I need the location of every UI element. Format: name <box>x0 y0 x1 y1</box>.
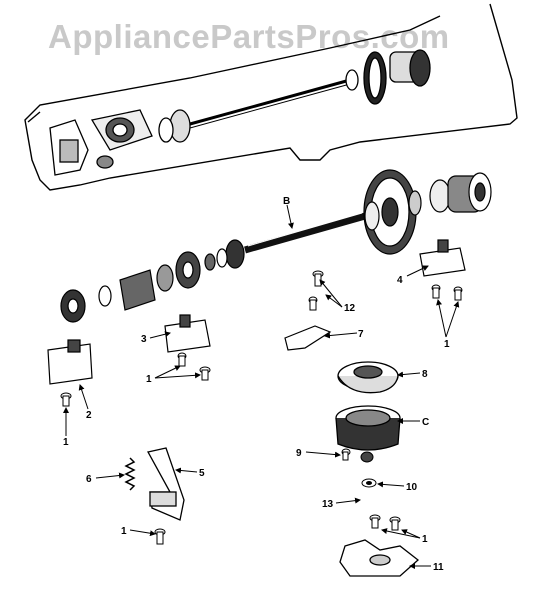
left-shaft-parts <box>60 239 245 323</box>
upper-shaft-assembly <box>49 49 431 176</box>
callout-1b: 1 <box>146 374 152 385</box>
callout-2: 2 <box>86 410 92 421</box>
machine-bed-outline <box>24 3 518 191</box>
callout-8: 8 <box>422 369 428 380</box>
gear-and-pulley <box>363 169 492 255</box>
brackets <box>47 239 466 385</box>
callout-7: 7 <box>358 329 364 340</box>
callout-9: 9 <box>296 448 302 459</box>
callout-6: 6 <box>86 474 92 485</box>
callout-10: 10 <box>406 482 418 493</box>
callout-3: 3 <box>141 334 147 345</box>
callout-1d: 1 <box>422 534 428 545</box>
callout-5: 5 <box>199 468 205 479</box>
leader-lines <box>63 204 460 569</box>
callout-1a: 1 <box>444 339 450 350</box>
bottom-plate <box>339 539 420 577</box>
screws <box>60 270 463 545</box>
callout-11: 11 <box>433 562 444 573</box>
lever-and-spring <box>124 447 185 521</box>
main-shaft <box>244 212 366 254</box>
callout-1e: 1 <box>121 526 127 537</box>
callout-1c: 1 <box>63 437 69 448</box>
callout-c: C <box>422 417 429 428</box>
hook-assembly <box>335 361 401 451</box>
callout-13: 13 <box>322 499 334 510</box>
callout-4: 4 <box>397 275 403 286</box>
callout-b: B <box>283 196 290 207</box>
callout-12: 12 <box>344 303 356 314</box>
callout-labels: B 4 1 12 7 3 1 2 1 8 C 9 10 13 1 11 5 6 … <box>63 196 450 573</box>
